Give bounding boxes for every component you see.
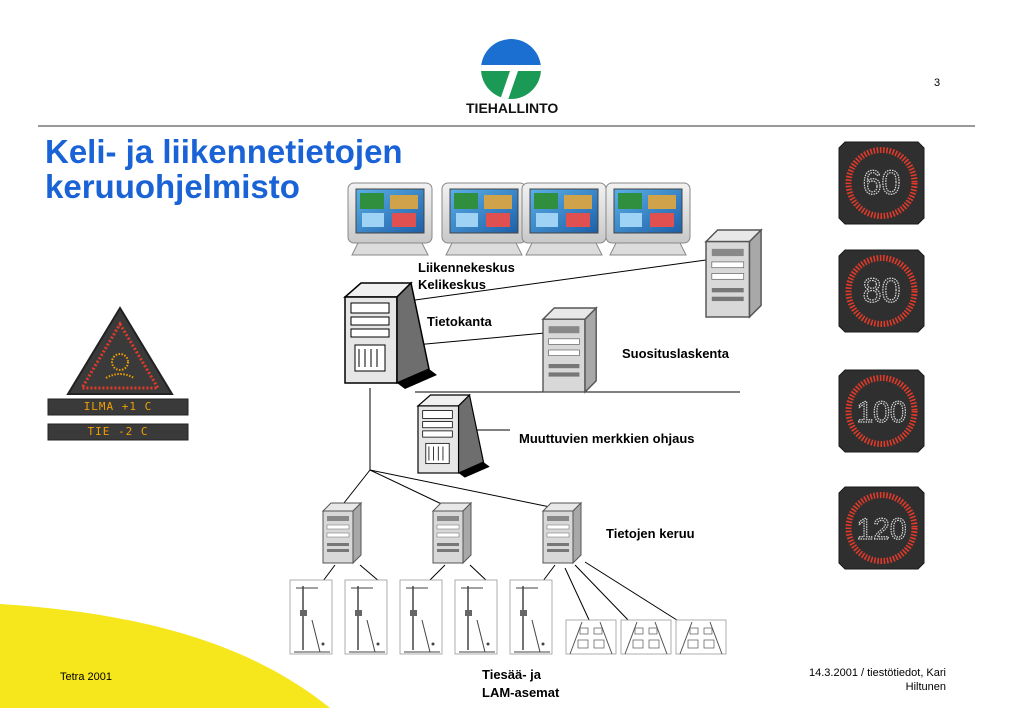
logo-text: TIEHALLINTO [466,100,559,116]
liikennekeskus-server [705,229,762,318]
footer-right: 14.3.2001 / tiestötiedot, Kari Hiltunen [790,666,946,694]
footer-right-line1: 14.3.2001 / tiestötiedot, Kari [809,667,946,679]
label-suosituslaskenta: Suosituslaskenta [622,346,729,361]
label-tietokanta: Tietokanta [427,314,492,329]
speed-limit-sign-120: 120 [838,486,925,570]
label-asemat-line1: Tiesää- ja [482,667,542,682]
weather-station-5 [509,579,553,655]
speed-limit-value: 100 [856,396,906,429]
speed-limit-value: 80 [863,272,901,310]
label-liikennekeskus: Liikennekeskus [418,260,515,275]
workstation-monitor-2 [441,182,527,256]
weather-station-1 [289,579,333,655]
footer-left: Tetra 2001 [60,671,112,683]
lam-station-1 [565,619,617,655]
info-panel-1 [47,398,189,416]
suosituslaskenta-server [542,307,597,393]
collection-server-2 [432,502,472,564]
workstation-monitor-3 [521,182,607,256]
speed-limit-sign-100: 100 [838,369,925,453]
connection-lines [319,259,740,623]
label-kelikeskus: Kelikeskus [418,277,486,292]
weather-station-4 [454,579,498,655]
info-panel-1-text: ILMA +1 C [83,400,153,413]
warning-triangle-sign [66,306,174,395]
title-line-1: Keli- ja liikennetietojen [45,133,403,170]
tiehallinto-logo [481,39,541,99]
speed-limit-sign-80: 80 [838,249,925,333]
collection-server-3 [542,502,582,564]
label-tietojen-keruu: Tietojen keruu [606,526,695,541]
page-number: 3 [934,77,941,89]
workstation-monitor-4 [605,182,691,256]
weather-station-2 [344,579,388,655]
lam-station-3 [675,619,727,655]
info-panel-2 [47,423,189,441]
label-muuttuvien-merkkien-ohjaus: Muuttuvien merkkien ohjaus [519,431,695,446]
page-title: Keli- ja liikennetietojen keruuohjelmist… [45,134,403,204]
lam-station-2 [620,619,672,655]
info-panel-2-text: TIE -2 C [87,425,149,438]
collection-server-1 [322,502,362,564]
speed-limit-value: 120 [856,513,906,546]
footer-yellow-shape [0,604,330,708]
footer-right-line2: Hiltunen [905,681,946,693]
weather-station-3 [399,579,443,655]
speed-limit-sign-60: 60 [838,141,925,225]
speed-limit-value: 60 [863,164,901,202]
muuttuvien-merkkien-server [417,394,491,479]
title-line-2: keruuohjelmisto [45,168,300,205]
label-asemat-line2: LAM-asemat [482,685,560,700]
workstation-monitor-1 [347,182,433,256]
